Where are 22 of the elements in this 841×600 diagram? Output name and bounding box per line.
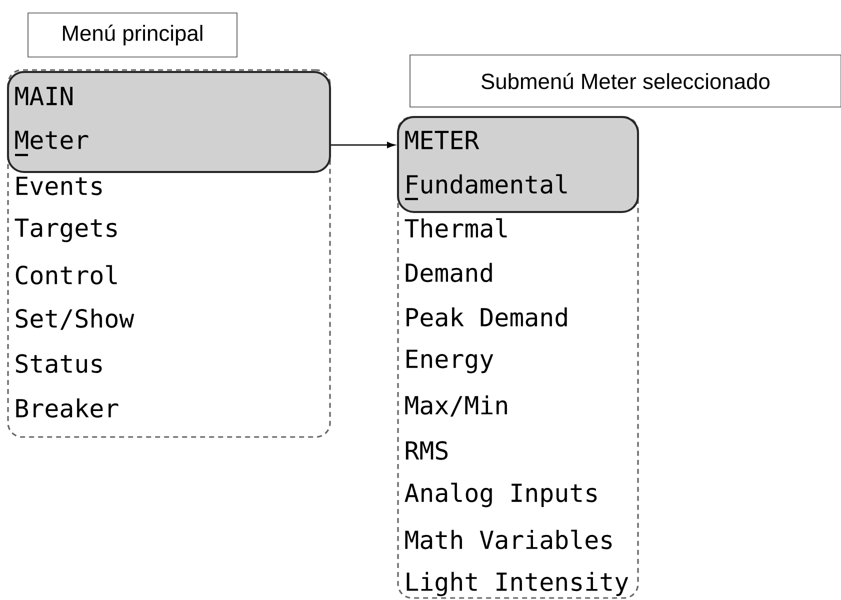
menu-item: Meter xyxy=(15,130,88,150)
menu-item: Fundamental xyxy=(407,174,567,194)
menu-item: Math Variables xyxy=(405,530,612,550)
menu-item: Peak Demand xyxy=(406,307,567,327)
menu-item: Events xyxy=(16,176,102,196)
menu-item: Thermal xyxy=(404,218,507,238)
menu-item: Max/Min xyxy=(405,395,507,417)
menu-item: Status xyxy=(16,354,102,374)
menu-item: Targets xyxy=(14,218,117,242)
menu-item: Light Intensity xyxy=(406,572,628,596)
arrow xyxy=(331,142,395,148)
menu-item: Demand xyxy=(406,262,492,282)
menu-item: RMS xyxy=(406,441,448,460)
menu-item: METER xyxy=(405,130,480,150)
menu-item: Analog Inputs xyxy=(404,482,597,508)
menu-item: Breaker xyxy=(16,398,118,418)
menu-item: Set/Show xyxy=(16,308,134,330)
menu-item: Energy xyxy=(406,350,494,374)
menu-title-box: Menú principal xyxy=(28,12,238,58)
menu-item: MAIN xyxy=(15,86,72,106)
menu-title-box: Submenú Meter seleccionado xyxy=(410,54,841,108)
menu-item: Control xyxy=(16,265,117,284)
